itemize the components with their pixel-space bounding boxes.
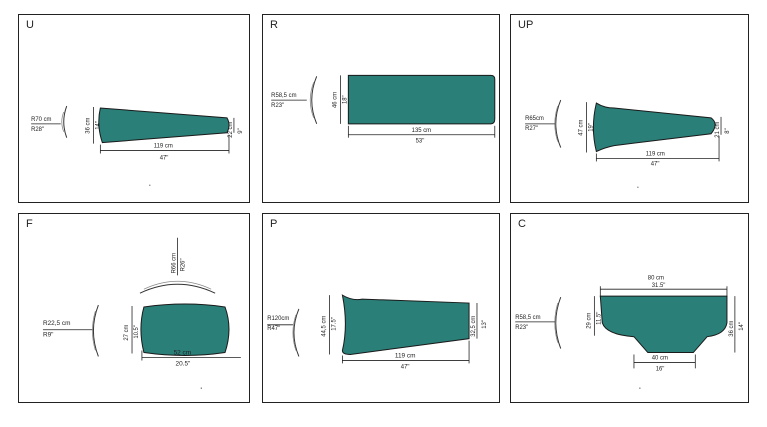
- cushion-shape: [592, 102, 716, 153]
- panel-label: UP: [518, 19, 534, 31]
- cushion-shape: [140, 303, 230, 356]
- top-curvature-inner: [143, 280, 212, 290]
- radius-in: R23": [515, 325, 528, 331]
- diagram-p: R120cm R47" 44,5 cm 17.5" 32,5 cm 13" 11…: [267, 294, 488, 370]
- curvature-profile-inner: [554, 105, 559, 142]
- length-cm: 135 cm: [412, 128, 431, 134]
- left-in: 17.5": [331, 317, 337, 331]
- curvature-profile-inner: [554, 302, 559, 343]
- length-cm: 119 cm: [395, 352, 416, 359]
- right-in: 8": [725, 128, 731, 133]
- right-cm: 21 cm: [715, 121, 721, 137]
- length-in: 47": [401, 364, 410, 370]
- length-in: 47": [160, 155, 169, 161]
- cushion-shape: [341, 294, 470, 356]
- left-cm: 36 cm: [85, 118, 91, 134]
- panel-p: P R120cm R47" 44,5 cm 17.5" 32,5 cm 13" …: [262, 213, 500, 403]
- radius-cm: R120cm: [267, 316, 289, 322]
- radius-cm: R70 cm: [31, 117, 51, 123]
- radius-cm: R58,5 cm: [271, 93, 296, 99]
- right-in: 13": [482, 320, 488, 329]
- height-in: 18": [342, 95, 348, 104]
- top-in: 31.5": [652, 283, 666, 289]
- length-cm: 52 cm: [174, 350, 192, 357]
- panel-label: U: [26, 19, 34, 31]
- height-cm: 27 cm: [124, 324, 130, 340]
- top-radius-in: R26": [180, 258, 186, 271]
- right-cm: 22 cm: [228, 121, 234, 137]
- length-cm: 119 cm: [646, 151, 665, 157]
- curvature-profile: [63, 105, 68, 138]
- curvature-profile: [555, 296, 562, 349]
- panel-label: R: [270, 19, 278, 31]
- diagram-up: R65cm R27" 47 cm 19" 21 cm 8" 119 cm 47": [525, 99, 731, 188]
- radius-in: R27": [525, 126, 538, 132]
- curvature-profile-inner: [309, 82, 315, 119]
- length-cm: 119 cm: [154, 144, 173, 150]
- bottom-cm: 40 cm: [652, 355, 668, 361]
- panel-c: C R58,5 cm R23" 80 cm 31.5" 29 cm 11.5" …: [510, 213, 749, 403]
- curvature-profile: [311, 76, 318, 125]
- right-cm: 32,5 cm: [471, 316, 477, 337]
- length-in: 53": [416, 139, 425, 145]
- panel-label: P: [270, 218, 278, 230]
- left-cm: 29 cm: [586, 313, 592, 329]
- panel-label: C: [518, 218, 526, 230]
- left-in: 14": [95, 121, 101, 130]
- radius-in: R23": [271, 103, 284, 109]
- curvature-profile: [555, 99, 562, 148]
- right-cm: 36 cm: [729, 321, 735, 337]
- cushion-shape: [347, 74, 496, 125]
- curvature-profile-inner: [61, 111, 65, 132]
- right-in: 14": [739, 322, 745, 331]
- panel-label: F: [26, 218, 33, 230]
- height-cm: 46 cm: [332, 92, 338, 108]
- height-in: 10.5": [134, 325, 140, 339]
- cushion-shape: [599, 295, 728, 354]
- curvature-profile: [293, 308, 300, 357]
- curvature-profile-inner: [92, 310, 96, 351]
- cushion-shape: [98, 107, 230, 144]
- top-cm: 80 cm: [648, 275, 664, 281]
- radius-in: R47": [267, 326, 280, 332]
- panel-up: UP R65cm R27" 47 cm 19" 21 cm 8" 119 cm …: [510, 14, 749, 203]
- diagram-c: R58,5 cm R23" 80 cm 31.5" 29 cm 11.5" 36…: [515, 275, 745, 389]
- diagram-r: R58,5 cm R23" 46 cm 18" 135 cm 53": [271, 74, 496, 145]
- curvature-profile: [92, 304, 99, 357]
- panel-u: U R70 cm R28" 36 cm 14" 22 cm 9" 119 cm …: [18, 14, 250, 203]
- left-cm: 47 cm: [579, 120, 585, 136]
- radius-in: R28": [31, 127, 44, 133]
- panel-r: R R58,5 cm R23" 46 cm 18" 135 cm 53": [262, 14, 500, 203]
- diagram-f: R66 cm R26" R22,5 cm R9" 27 cm 10.5" 52 …: [42, 237, 241, 389]
- diagram-u: R70 cm R28" 36 cm 14" 22 cm 9" 119 cm 47…: [31, 105, 244, 186]
- left-in: 11.5": [596, 312, 602, 325]
- top-radius-cm: R66 cm: [172, 253, 178, 273]
- radius-cm: R58,5 cm: [515, 315, 540, 321]
- top-curvature-profile: [139, 283, 216, 294]
- radius-cm: R22,5 cm: [43, 320, 70, 327]
- right-in: 9": [238, 128, 244, 133]
- length-in: 47": [651, 161, 660, 167]
- radius-cm: R65cm: [525, 116, 544, 122]
- left-in: 19": [588, 123, 594, 132]
- curvature-profile-inner: [292, 314, 297, 351]
- bottom-in: 16": [656, 366, 665, 372]
- panel-f: F R66 cm R26" R22,5 cm R9" 27 cm 10.5" 5…: [18, 213, 250, 403]
- left-cm: 44,5 cm: [322, 316, 328, 337]
- radius-in: R9": [43, 332, 54, 339]
- length-in: 20.5": [176, 360, 191, 367]
